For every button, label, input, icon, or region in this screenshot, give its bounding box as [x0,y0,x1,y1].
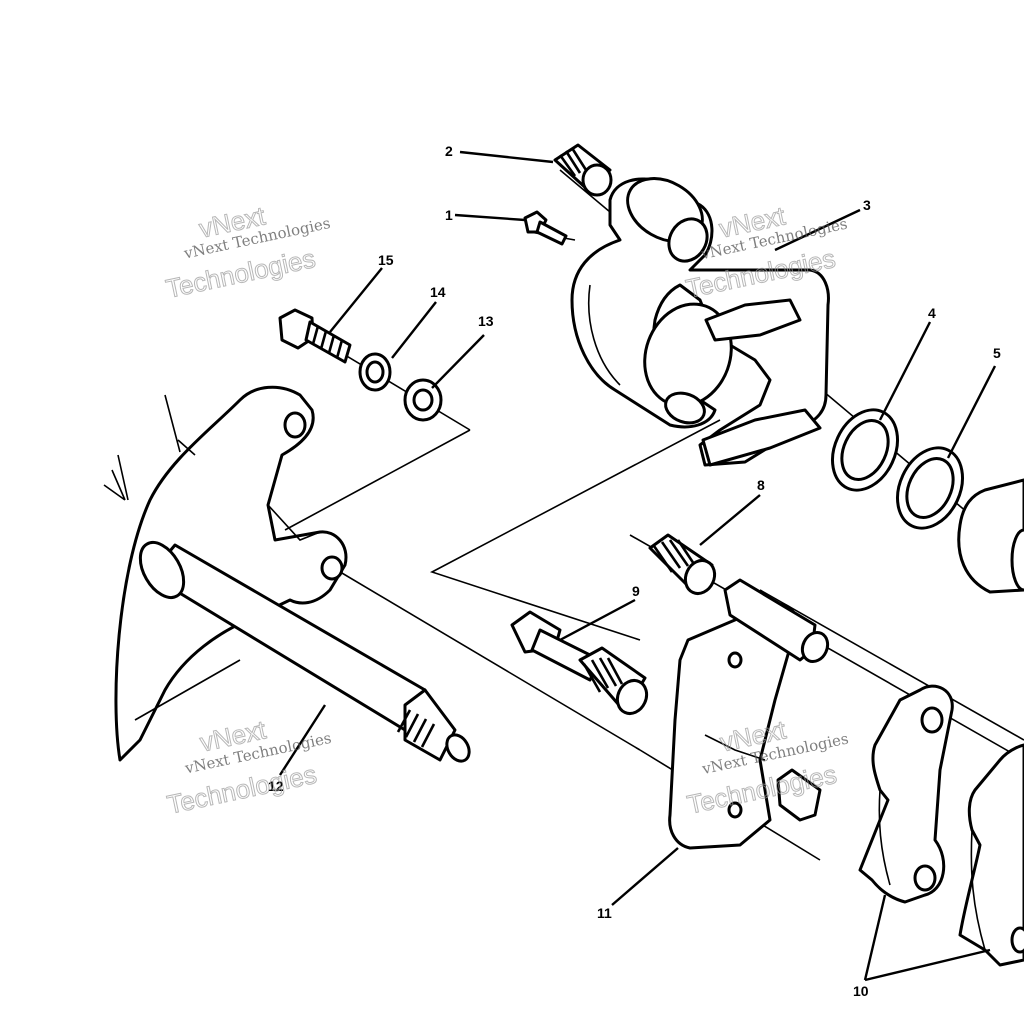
callout-8: 8 [757,477,765,493]
callout-labels: 1 2 3 4 5 8 9 10 11 12 13 14 15 [268,143,1001,999]
part-13-flat-washer [403,378,443,422]
callout-9: 9 [632,583,640,599]
callout-5: 5 [993,345,1001,361]
callout-3: 3 [863,197,871,213]
piston [957,478,1024,594]
callout-11: 11 [597,905,612,921]
callout-1: 1 [445,207,453,223]
part-5-dust-seal [896,446,964,530]
part-9-guide-pin [510,610,649,716]
part-11-caliper-bracket [668,578,830,850]
part-3-caliper-body [570,177,830,467]
part-10-brake-pad-front [858,684,954,904]
callout-4: 4 [928,305,936,321]
callout-14: 14 [430,284,446,300]
boot-ribs-upper [652,539,696,573]
cap-ribs [558,147,588,177]
part-2-bleeder-cap [553,143,613,197]
part-4-piston-seal [831,408,899,492]
boot-ribs-lower [582,657,624,693]
part-10-brake-pad-rear [958,743,1024,967]
bolt-threads [311,325,344,359]
watermark-top-left: vNext vNext Technologies Technologies [163,200,332,305]
callout-2: 2 [445,143,453,159]
part-8-boot [648,533,717,596]
part-12-pivot-shaft [138,541,471,763]
part-12-mounting-arm [103,385,348,762]
watermark-bottom-left: vNext vNext Technologies Technologies [164,714,333,820]
shaft-threads [396,709,436,748]
callout-13: 13 [478,313,494,329]
part-14-lock-washer [358,352,392,392]
part-1-bleeder-screw [523,210,568,246]
callout-12: 12 [268,778,284,794]
callout-15: 15 [378,252,394,268]
callout-10: 10 [853,983,869,999]
leader-lines [278,150,997,982]
part-15-bolt [278,308,352,364]
